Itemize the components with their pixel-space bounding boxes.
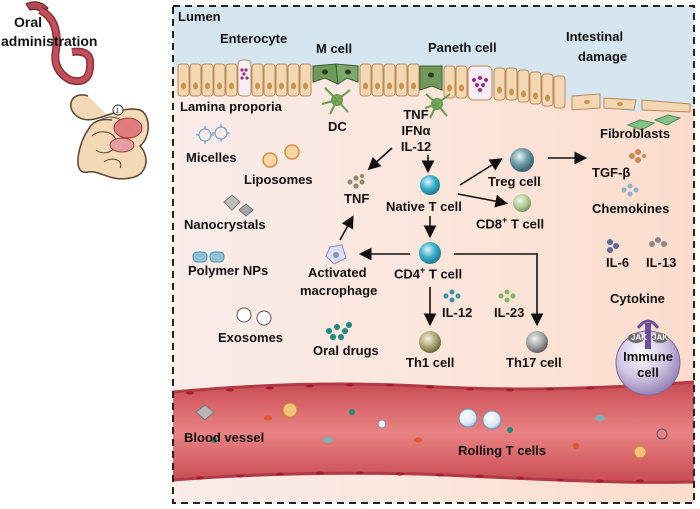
polymer-nps-icon — [192, 251, 225, 263]
nanocrystals-icon — [223, 194, 254, 217]
il23-label: IL-23 — [494, 305, 525, 320]
immune-cell-label-2: cell — [637, 365, 659, 380]
blood-vessel — [172, 380, 695, 484]
oral-admin-line1: Oral — [14, 14, 43, 30]
liposomes-icon — [262, 144, 300, 168]
goblet-cell — [237, 59, 252, 97]
cd4-t-cell-label: CD4+ T cell — [394, 265, 463, 282]
nanocrystal-in-vessel-icon — [195, 404, 215, 421]
il13-label: IL-13 — [646, 255, 677, 270]
cd4-t-cell-icon — [419, 242, 441, 264]
svg-text:1: 1 — [116, 108, 120, 115]
intestinal-damage-line1: Intestinal — [566, 29, 624, 44]
intestinal-damage-line2: damage — [578, 49, 628, 64]
jak-label-1: JAK — [631, 333, 648, 342]
polymer-nps-label: Polymer NPs — [188, 263, 269, 278]
m-cell-icon — [312, 63, 359, 85]
treg-cell-label: Treg cell — [488, 174, 541, 189]
figure-frame — [172, 5, 695, 504]
th17-cell-icon — [526, 331, 548, 353]
tnf-mid-label: TNF — [344, 191, 370, 206]
damaged-epithelium — [571, 93, 691, 113]
immune-cell-label-1: Immune — [623, 349, 673, 364]
chemokines-label: Chemokines — [592, 201, 670, 216]
cd8-t-cell-label: CD8+ T cell — [476, 215, 545, 232]
lamina-propria-label: Lamina proporia — [180, 99, 282, 114]
il6-icon — [607, 239, 619, 253]
th1-cell-icon — [419, 331, 441, 353]
il13-icon — [649, 237, 667, 247]
immune-cell-icon — [615, 319, 681, 396]
activated-macrophage-icon — [325, 244, 347, 265]
liposome-in-vessel-icon — [282, 402, 298, 418]
tgf-molecules-icon — [629, 149, 646, 163]
jak-label-2: JAK — [652, 333, 669, 342]
dc-label: DC — [328, 119, 347, 134]
exosomes-label: Exosomes — [218, 330, 284, 345]
il12-top-label: IL-12 — [400, 139, 432, 154]
lumen-label: Lumen — [178, 9, 221, 24]
oral-drugs-label: Oral drugs — [313, 343, 379, 358]
native-t-cell-icon — [420, 175, 440, 195]
fibroblast-icon — [626, 114, 682, 131]
cytokine-label: Cytokine — [610, 291, 665, 306]
il23-molecules-icon — [498, 289, 516, 303]
fibroblasts-label: Fibroblasts — [600, 126, 671, 141]
activated-macrophage-label-2: macrophage — [300, 283, 378, 298]
paneth-cell-label: Paneth cell — [428, 40, 497, 55]
dc-icon — [321, 87, 451, 119]
native-t-cell-label: Native T cell — [386, 199, 462, 214]
enterocyte-row-left — [177, 63, 566, 109]
cd8-t-cell-icon — [513, 194, 531, 212]
blood-vessel-label: Blood vessel — [184, 430, 265, 445]
paneth-cell-icon — [419, 65, 493, 101]
tnf-top-label: TNF — [403, 107, 429, 122]
rolling-t-cell-icon — [482, 410, 502, 430]
enterocyte-label: Enterocyte — [220, 31, 288, 46]
chemokines-icon — [621, 183, 639, 197]
rolling-t-cell-icon — [458, 408, 478, 428]
pathway-arrows — [339, 147, 588, 327]
epithelium-layer — [177, 59, 691, 131]
m-cell-label: M cell — [316, 41, 353, 56]
il12-mid-label: IL-12 — [442, 305, 473, 320]
micelles-icon — [196, 124, 230, 144]
liposomes-label: Liposomes — [244, 172, 313, 187]
treg-cell-icon — [510, 148, 534, 172]
exosomes-icon — [236, 307, 272, 326]
th1-cell-label: Th1 cell — [406, 355, 455, 370]
enterocyte-nuclei — [181, 82, 550, 102]
il12-molecules-icon — [443, 289, 461, 303]
th17-cell-label: Th17 cell — [506, 355, 562, 370]
gi-tract-icon: 1 — [25, 1, 149, 180]
activated-macrophage-label-1: Activated — [308, 265, 367, 280]
il6-label: IL-6 — [606, 255, 630, 270]
nanocrystals-label: Nanocrystals — [184, 217, 266, 232]
tgf-label: TGF-β — [592, 165, 631, 180]
tnf-molecules-icon — [347, 174, 365, 189]
oral-admin-line2: administration — [1, 33, 98, 49]
rolling-t-cells-label: Rolling T cells — [458, 443, 547, 458]
ifn-label: IFNα — [401, 123, 431, 138]
micelles-label: Micelles — [186, 150, 237, 165]
oral-drugs-icon — [326, 322, 352, 340]
